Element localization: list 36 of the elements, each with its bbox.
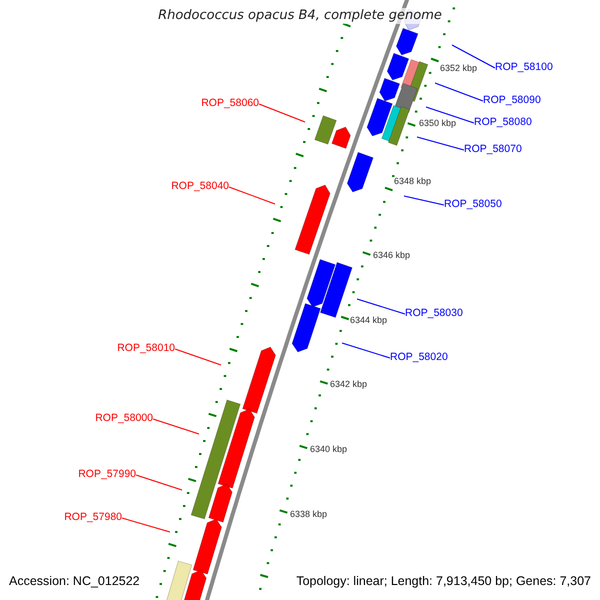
leader-line: [136, 474, 182, 490]
footer-text: Accession: NC_012522: [9, 573, 140, 589]
leader-line: [452, 44, 496, 68]
scale-label: 6348 kbp: [394, 175, 432, 187]
gene-label: ROP_58020: [390, 350, 448, 364]
gene-label: ROP_58070: [464, 142, 522, 156]
leader-line: [122, 518, 170, 532]
scale-label: 6338 kbp: [290, 508, 328, 520]
gene-label: ROP_58050: [444, 197, 502, 211]
gene-label: ROP_58100: [495, 60, 553, 74]
leader-line: [356, 298, 406, 314]
leader-line: [152, 418, 200, 434]
gene-label: ROP_57990: [78, 467, 136, 481]
gene-label: ROP_58030: [405, 306, 463, 320]
footer-text: Topology: linear; Length: 7,913,450 bp; Genes: 7,307: [296, 573, 591, 589]
scale-label: 6344 kbp: [350, 314, 388, 326]
leader-line: [426, 106, 474, 124]
scale-label: 6342 kbp: [330, 378, 368, 390]
gene-label: ROP_58040: [171, 179, 229, 193]
leader-line: [174, 348, 222, 366]
leader-line: [258, 104, 306, 122]
leader-line: [228, 186, 276, 204]
gene-label: ROP_58090: [483, 93, 541, 107]
scale-label: 6340 kbp: [310, 443, 348, 455]
gene-label: ROP_57980: [64, 510, 122, 524]
gene-label: ROP_58010: [117, 341, 175, 355]
leader-line: [404, 196, 444, 206]
leader-line: [434, 82, 484, 102]
leader-line: [342, 342, 390, 358]
leader-line: [416, 136, 464, 150]
scale-label: 6350 kbp: [419, 117, 456, 129]
gene-label: ROP_58060: [201, 96, 259, 110]
scale-label: 6352 kbp: [440, 62, 478, 74]
gene-label: ROP_58080: [474, 115, 532, 129]
scale-label: 6346 kbp: [373, 249, 410, 261]
gene-label: ROP_58000: [95, 411, 153, 425]
